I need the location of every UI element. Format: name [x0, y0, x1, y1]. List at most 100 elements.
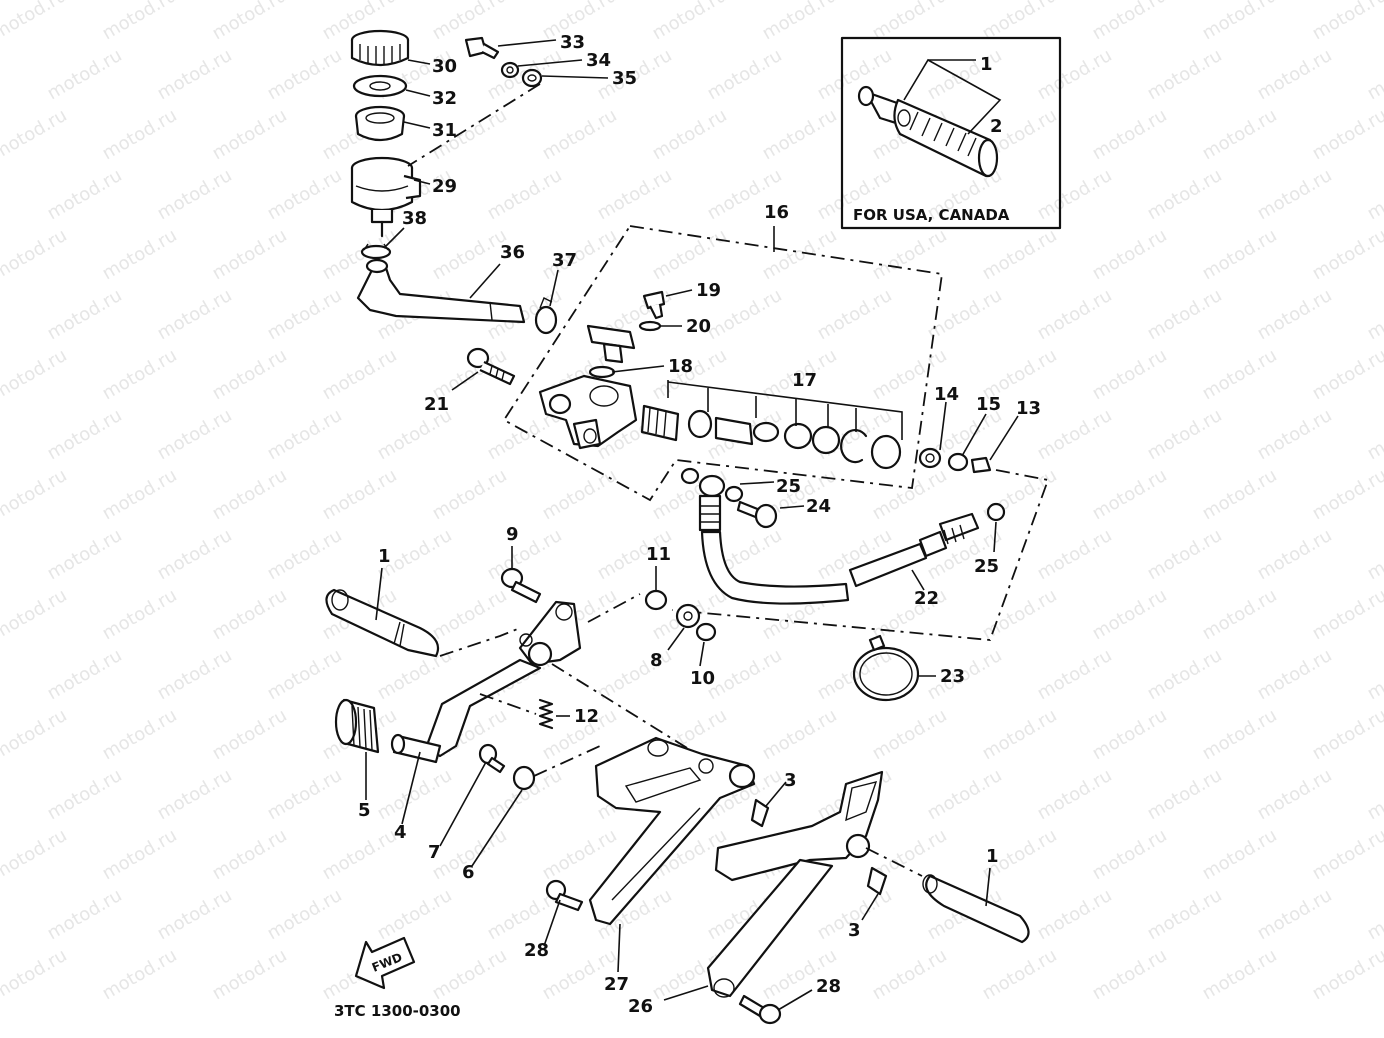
watermark-text: motod.ru [1034, 885, 1116, 944]
watermark-text: motod.ru [264, 525, 346, 584]
callout-36: 36 [500, 242, 525, 263]
watermark-text: motod.ru [1034, 525, 1116, 584]
watermark-text: motod.ru [154, 645, 236, 704]
watermark-text: motod.ru [99, 345, 181, 404]
washer-15 [947, 452, 969, 472]
union-bolt-19 [642, 290, 666, 320]
watermark-text: motod.ru [1199, 105, 1281, 164]
watermark-text: motod.ru [1199, 945, 1281, 1004]
rear-bracket-27 [588, 736, 756, 926]
watermark-text: motod.ru [209, 825, 291, 884]
reservoir-hose-36 [356, 258, 526, 324]
nut-14 [918, 447, 942, 469]
watermark-text: motod.ru [1254, 45, 1336, 104]
callout-31: 31 [432, 120, 457, 141]
watermark-text: motod.ru [44, 45, 126, 104]
watermark-text: motod.ru [539, 225, 621, 284]
nut-10 [695, 622, 717, 642]
watermark-text: motod.ru [1144, 885, 1226, 944]
bolt-21 [466, 347, 516, 386]
watermark-text: motod.ru [1364, 645, 1384, 704]
watermark-text: motod.ru [1144, 765, 1226, 824]
hose-clamp-37 [534, 297, 558, 335]
reservoir-cap-30 [350, 29, 410, 67]
watermark-text: motod.ru [264, 645, 346, 704]
callout-7: 7 [428, 842, 441, 863]
watermark-text: motod.ru [319, 825, 401, 884]
bushing-6 [512, 765, 536, 791]
bolt-13 [970, 456, 992, 474]
watermark-text: motod.ru [1199, 465, 1281, 524]
piston-kit-17 [640, 380, 903, 470]
watermark-text: motod.ru [0, 825, 71, 884]
watermark-text: motod.ru [1254, 405, 1336, 464]
watermark-text: motod.ru [99, 105, 181, 164]
watermark-text: motod.ru [154, 885, 236, 944]
watermark-text: motod.ru [759, 225, 841, 284]
watermark-text: motod.ru [649, 105, 731, 164]
bushing-8 [675, 603, 701, 629]
watermark-text: motod.ru [154, 285, 236, 344]
watermark-text: motod.ru [594, 165, 676, 224]
union-bolt-24 [736, 500, 778, 529]
callout-11: 11 [646, 544, 671, 565]
watermark-text: motod.ru [1089, 945, 1171, 1004]
watermark-text: motod.ru [44, 645, 126, 704]
watermark-text: motod.ru [759, 105, 841, 164]
passenger-bracket-26 [706, 770, 884, 998]
watermark-text: motod.ru [539, 105, 621, 164]
watermark-text: motod.ru [1089, 345, 1171, 404]
bracket-plate [518, 600, 582, 667]
watermark-text: motod.ru [704, 645, 786, 704]
brake-hose-22 [700, 512, 980, 605]
watermark-text: motod.ru [1309, 945, 1384, 1004]
callout-35: 35 [612, 68, 637, 89]
watermark-text: motod.ru [1089, 0, 1171, 44]
watermark-text: motod.ru [0, 105, 71, 164]
callout-1-right: 1 [986, 846, 999, 867]
watermark-text: motod.ru [264, 45, 346, 104]
watermark-text: motod.ru [0, 225, 71, 284]
watermark-text: motod.ru [1144, 285, 1226, 344]
callout-28-left: 28 [524, 940, 549, 961]
grommet-35 [521, 68, 543, 88]
watermark-text: motod.ru [99, 465, 181, 524]
bolt-28-left [545, 879, 584, 912]
master-cylinder-body [538, 374, 638, 450]
callout-38: 38 [402, 208, 427, 229]
inset-footpeg-drawing [857, 85, 999, 178]
watermark-text: motod.ru [1309, 705, 1384, 764]
watermark-text: motod.ru [209, 465, 291, 524]
o-ring-18 [588, 365, 616, 379]
watermark-text: motod.ru [1254, 765, 1336, 824]
hose-joint [586, 324, 636, 364]
inset-caption: FOR USA, CANADA [853, 206, 1010, 224]
watermark-text: motod.ru [594, 645, 676, 704]
watermark-text: motod.ru [264, 165, 346, 224]
watermark-text: motod.ru [1364, 45, 1384, 104]
watermark-text: motod.ru [209, 0, 291, 44]
watermark-text: motod.ru [99, 225, 181, 284]
watermark-text: motod.ru [869, 705, 951, 764]
pedal-grip-5 [334, 698, 380, 754]
watermark-text: motod.ru [154, 165, 236, 224]
watermark-text: motod.ru [99, 945, 181, 1004]
watermark-text: motod.ru [1089, 105, 1171, 164]
callout-22: 22 [914, 588, 939, 609]
footpeg-1-right [922, 874, 1030, 944]
diaphragm-plate-32 [352, 74, 408, 98]
washer-25-upper [680, 467, 700, 485]
watermark-text: motod.ru [1089, 705, 1171, 764]
watermark-text: motod.ru [1254, 285, 1336, 344]
watermark-text: motod.ru [209, 945, 291, 1004]
callout-15: 15 [976, 394, 1001, 415]
watermark-text: motod.ru [1034, 45, 1116, 104]
washer-34 [500, 61, 520, 79]
callout-14: 14 [934, 384, 959, 405]
watermark-text: motod.ru [429, 225, 511, 284]
watermark-text: motod.ru [979, 945, 1061, 1004]
callout-25-upper: 25 [776, 476, 801, 497]
watermark-text: motod.ru [1309, 345, 1384, 404]
watermark-text: motod.ru [154, 405, 236, 464]
drawing-code: 3TC 1300-0300 [334, 1002, 461, 1020]
